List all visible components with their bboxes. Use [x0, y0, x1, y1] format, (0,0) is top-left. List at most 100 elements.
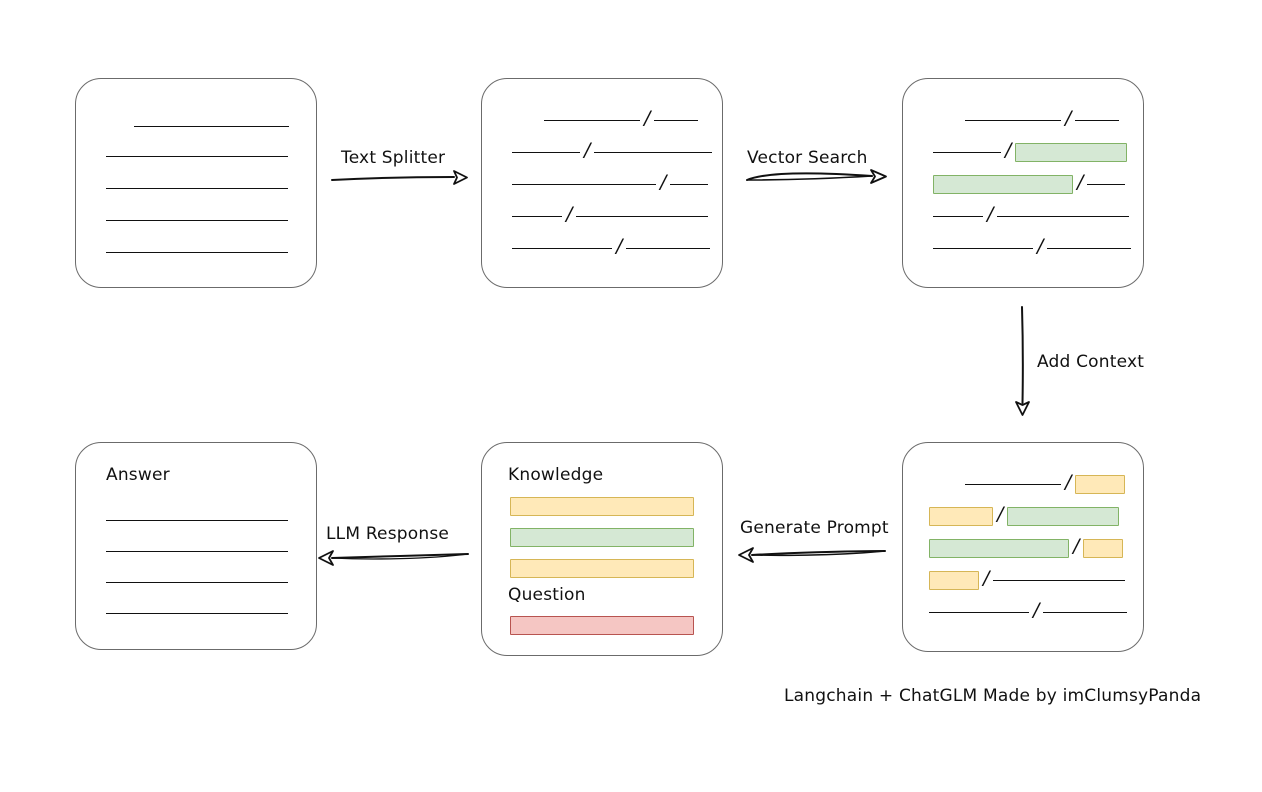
chunk-separator: /	[1065, 106, 1072, 129]
box-source-document[interactable]	[75, 78, 317, 288]
chunk-separator: /	[616, 234, 623, 257]
answer-line	[106, 542, 288, 560]
context-chunk-bar	[1083, 538, 1124, 558]
matched-chunk-bar	[929, 538, 1069, 558]
text-line-segment	[512, 151, 580, 153]
chunk-line: /	[965, 106, 1120, 129]
document-line	[106, 179, 288, 197]
text-line-segment	[965, 483, 1061, 485]
knowledge-label: Knowledge	[508, 465, 604, 485]
box-split-chunks[interactable]: / / / / /	[481, 78, 723, 288]
arrow-vector-search	[746, 169, 887, 184]
chunk-separator: /	[660, 170, 667, 193]
question-label: Question	[508, 585, 586, 605]
text-line-segment	[106, 519, 288, 521]
text-line-segment	[1075, 119, 1120, 121]
chunk-line: /	[965, 470, 1126, 494]
context-chunk-bar	[1075, 474, 1126, 494]
text-line-segment	[933, 247, 1033, 249]
text-line-segment	[106, 612, 288, 614]
arrow-label-vector-search: Vector Search	[747, 148, 868, 168]
context-chunk-bar	[929, 570, 979, 590]
context-chunk-bar	[929, 506, 993, 526]
arrow-label-add-context: Add Context	[1037, 352, 1145, 372]
text-line-segment	[626, 247, 711, 249]
chunk-line: /	[933, 170, 1126, 194]
chunk-line: /	[929, 502, 1120, 526]
arrow-label-llm-response: LLM Response	[326, 524, 450, 544]
arrow-text-splitter	[331, 170, 468, 185]
text-line-segment	[512, 247, 612, 249]
chunk-separator: /	[1005, 138, 1012, 161]
text-line-segment	[544, 119, 640, 121]
chunk-separator: /	[983, 566, 990, 589]
box-prompt[interactable]: Knowledge Question	[481, 442, 723, 656]
document-line	[106, 243, 288, 261]
chunk-line: /	[933, 202, 1130, 225]
answer-label: Answer	[106, 465, 170, 485]
text-line-segment	[654, 119, 699, 121]
text-line-segment	[134, 125, 289, 127]
answer-line	[106, 573, 288, 591]
chunk-line: /	[512, 140, 713, 161]
chunk-line: /	[933, 234, 1132, 257]
chunk-separator: /	[1037, 234, 1044, 257]
chunk-line: /	[544, 106, 699, 129]
text-line-segment	[965, 119, 1061, 121]
chunk-line: /	[512, 170, 709, 193]
text-line-segment	[106, 251, 288, 253]
text-line-segment	[933, 151, 1001, 153]
text-line-segment	[929, 611, 1029, 613]
chunk-separator: /	[1077, 170, 1084, 193]
text-line-segment	[594, 151, 713, 153]
arrow-add-context	[1015, 306, 1030, 416]
box-vector-search-results[interactable]: / / / / /	[902, 78, 1144, 288]
document-line	[134, 117, 289, 135]
text-line-segment	[512, 215, 562, 217]
text-line-segment	[106, 581, 288, 583]
text-line-segment	[512, 183, 656, 185]
box-context-chunks[interactable]: / / / / /	[902, 442, 1144, 652]
arrow-label-text-splitter: Text Splitter	[341, 148, 446, 168]
matched-chunk-bar	[1015, 142, 1128, 162]
chunk-line: /	[929, 598, 1128, 621]
text-line-segment	[106, 219, 288, 221]
chunk-line: /	[929, 566, 1126, 590]
text-line-segment	[993, 579, 1126, 581]
answer-line	[106, 604, 288, 622]
chunk-separator: /	[987, 202, 994, 225]
chunk-line: /	[933, 138, 1128, 162]
text-line-segment	[106, 550, 288, 552]
text-line-segment	[106, 187, 288, 189]
diagram-caption: Langchain + ChatGLM Made by imClumsyPand…	[784, 686, 1202, 706]
text-line-segment	[576, 215, 709, 217]
question-bar	[510, 616, 694, 635]
matched-chunk-bar	[1007, 506, 1120, 526]
text-line-segment	[1087, 183, 1126, 185]
text-line-segment	[997, 215, 1130, 217]
text-line-segment	[1043, 611, 1128, 613]
text-line-segment	[1047, 247, 1132, 249]
knowledge-bar	[510, 497, 694, 516]
document-line	[106, 211, 288, 229]
chunk-line: /	[512, 202, 709, 225]
chunk-separator: /	[566, 202, 573, 225]
arrow-generate-prompt	[738, 547, 886, 563]
text-line-segment	[670, 183, 709, 185]
chunk-separator: /	[1033, 598, 1040, 621]
matched-chunk-bar	[933, 174, 1073, 194]
text-line-segment	[106, 155, 288, 157]
answer-line	[106, 511, 288, 529]
chunk-line: /	[929, 534, 1124, 558]
box-answer[interactable]: Answer	[75, 442, 317, 650]
document-line	[106, 147, 288, 165]
arrow-label-generate-prompt: Generate Prompt	[740, 518, 889, 538]
chunk-separator: /	[644, 106, 651, 129]
chunk-separator: /	[1073, 534, 1080, 557]
arrow-llm-response	[318, 550, 469, 566]
chunk-separator: /	[997, 502, 1004, 525]
chunk-separator: /	[1065, 470, 1072, 493]
knowledge-bar	[510, 559, 694, 578]
text-line-segment	[933, 215, 983, 217]
